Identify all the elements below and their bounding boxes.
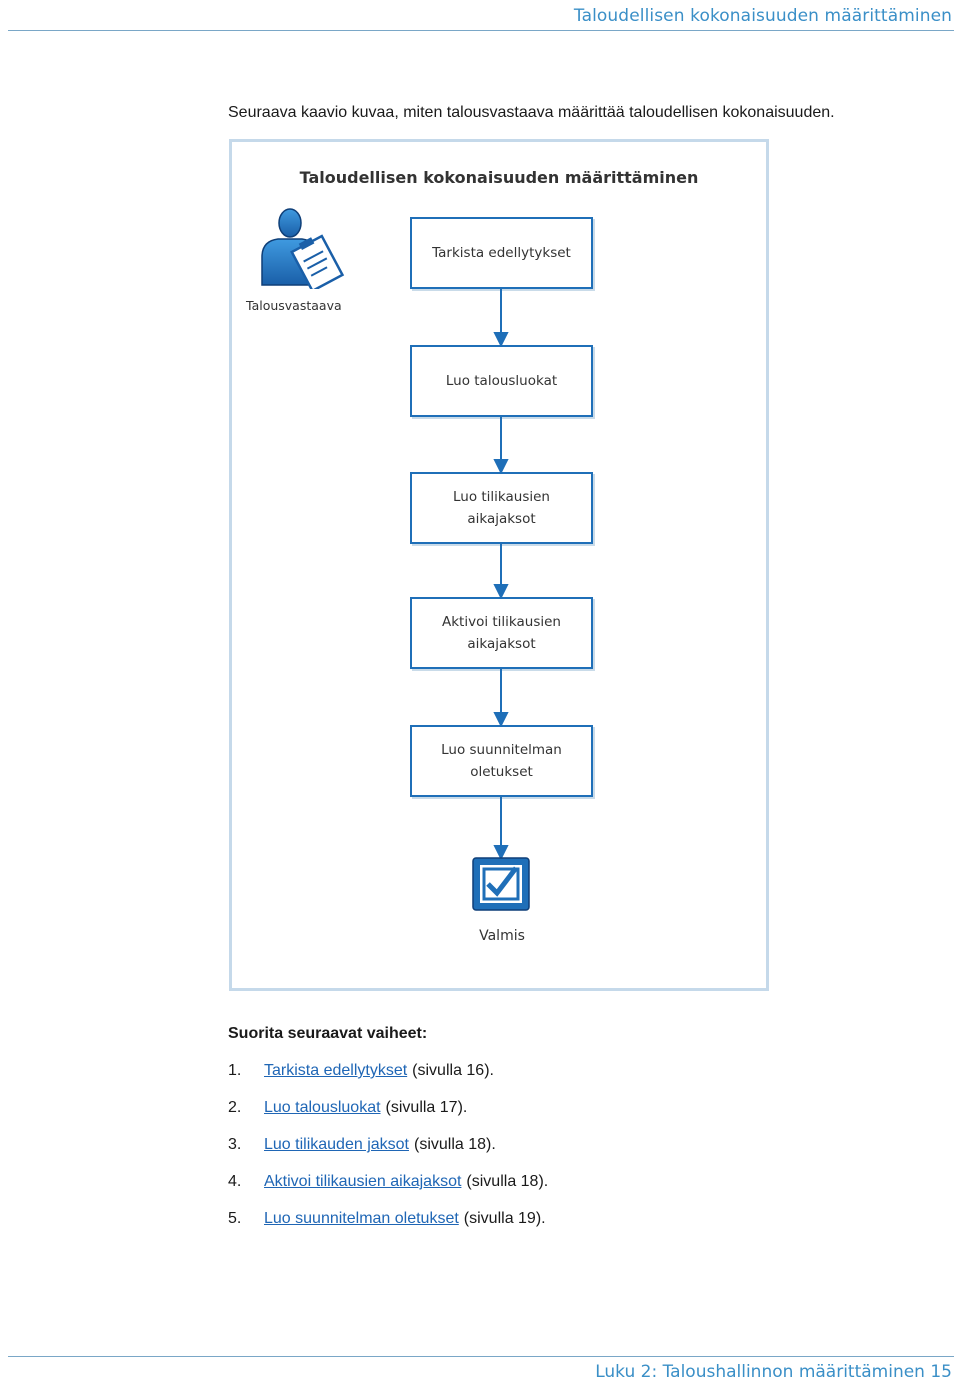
list-number: 3. — [228, 1136, 242, 1153]
arrow-head-icon — [493, 332, 509, 348]
arrow-head-icon — [493, 584, 509, 600]
page-reference: (sivulla 19). — [463, 1210, 546, 1227]
flow-connectors — [493, 289, 509, 861]
list-number: 2. — [228, 1099, 242, 1116]
page-reference: (sivulla 18). — [466, 1173, 549, 1190]
list-item: 4. Aktivoi tilikausien aikajaksot (sivul… — [228, 1173, 548, 1210]
list-number: 5. — [228, 1210, 242, 1227]
flow-step-create-periods: Luo tilikausien aikajaksot — [410, 472, 593, 544]
flow-step-check-prerequisites: Tarkista edellytykset — [410, 217, 593, 289]
page-reference: (sivulla 18). — [413, 1136, 496, 1153]
checkbox-icon — [472, 857, 530, 911]
link-check-prerequisites[interactable]: Tarkista edellytykset — [264, 1062, 408, 1079]
arrow-head-icon — [493, 459, 509, 475]
arrow-head-icon — [493, 845, 509, 861]
list-number: 1. — [228, 1062, 242, 1079]
flow-step-plan-defaults: Luo suunnitelman oletukset — [410, 725, 593, 797]
steps-heading: Suorita seuraavat vaiheet: — [228, 1025, 428, 1042]
intro-paragraph: Seuraava kaavio kuvaa, miten talousvasta… — [228, 104, 835, 121]
flowchart-title: Taloudellisen kokonaisuuden määrittämine… — [299, 168, 699, 187]
list-item: 5. Luo suunnitelman oletukset (sivulla 1… — [228, 1210, 548, 1247]
page-reference: (sivulla 17). — [385, 1099, 468, 1116]
steps-list: 1. Tarkista edellytykset (sivulla 16). 2… — [228, 1062, 548, 1247]
link-plan-defaults[interactable]: Luo suunnitelman oletukset — [264, 1210, 459, 1227]
role-label: Talousvastaava — [246, 298, 342, 313]
list-number: 4. — [228, 1173, 242, 1190]
list-item: 3. Luo tilikauden jaksot (sivulla 18). — [228, 1136, 548, 1173]
list-item: 2. Luo talousluokat (sivulla 17). — [228, 1099, 548, 1136]
header-divider — [8, 30, 954, 31]
link-create-classes[interactable]: Luo talousluokat — [264, 1099, 381, 1116]
running-footer: Luku 2: Taloushallinnon määrittäminen 15 — [595, 1362, 952, 1382]
arrow-head-icon — [493, 712, 509, 728]
list-item: 1. Tarkista edellytykset (sivulla 16). — [228, 1062, 548, 1099]
running-header: Taloudellisen kokonaisuuden määrittämine… — [573, 6, 952, 26]
link-create-periods[interactable]: Luo tilikauden jaksot — [264, 1136, 409, 1153]
clipboard-person-icon — [261, 208, 345, 289]
end-label: Valmis — [479, 928, 525, 944]
flow-step-activate-periods: Aktivoi tilikausien aikajaksot — [410, 597, 593, 669]
link-activate-periods[interactable]: Aktivoi tilikausien aikajaksot — [264, 1173, 462, 1190]
footer-divider — [8, 1356, 954, 1357]
page-reference: (sivulla 16). — [412, 1062, 494, 1079]
